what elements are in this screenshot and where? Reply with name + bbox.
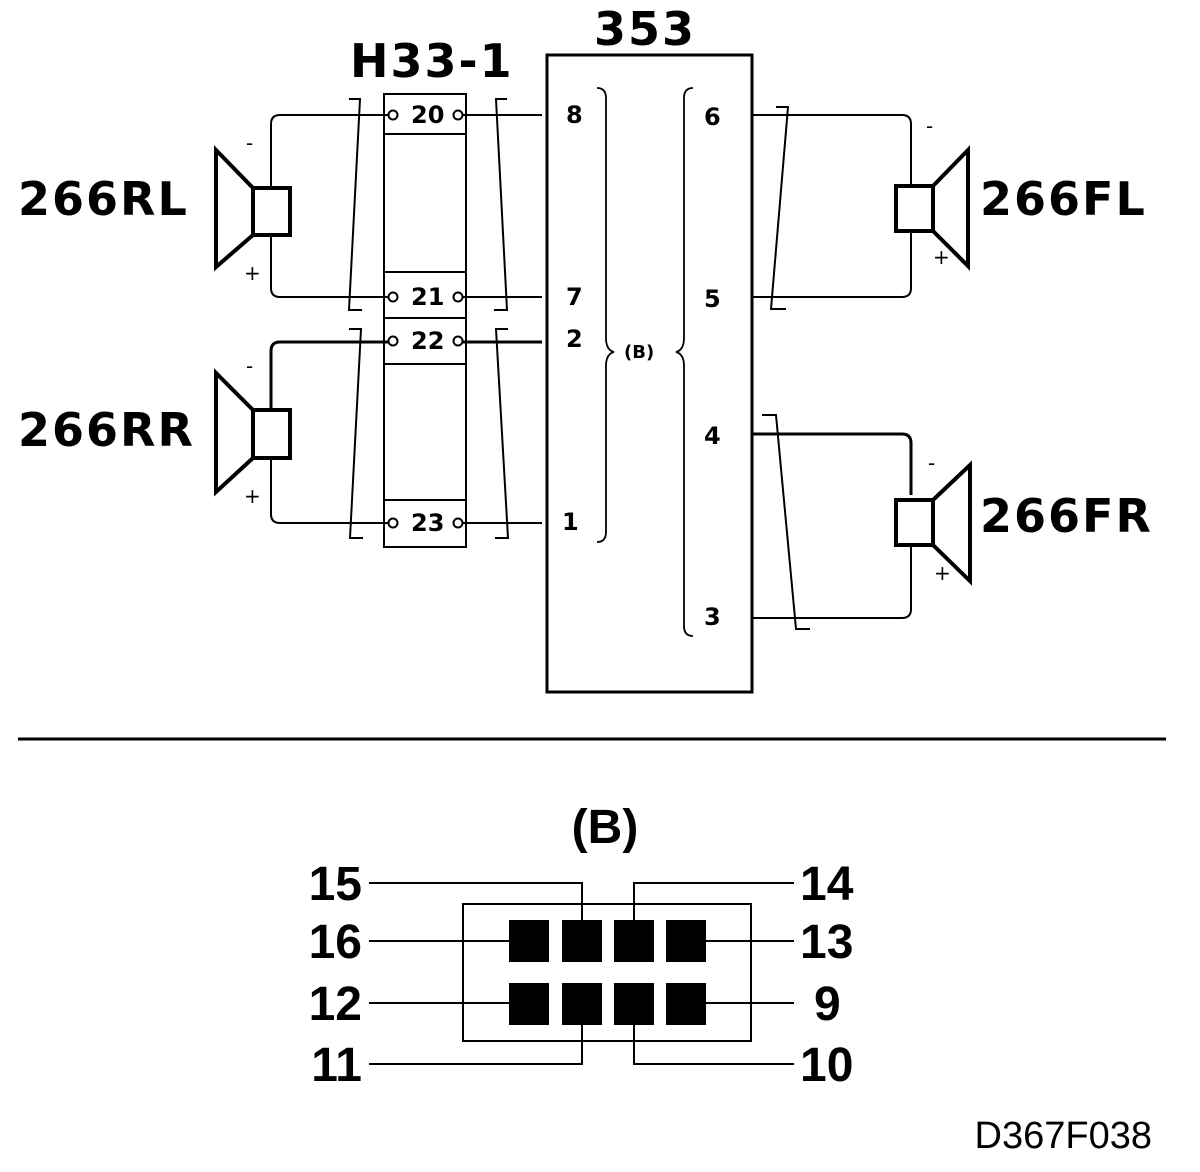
connector-pin-22: 22 xyxy=(411,327,444,355)
module-connector-tag: (B) xyxy=(624,342,654,363)
module-353: 353 8 7 2 1 6 5 4 3 (B) xyxy=(545,2,754,694)
speaker-266fr-minus: - xyxy=(928,451,935,475)
pinout-title: (B) xyxy=(572,801,639,854)
module-pin-5: 5 xyxy=(704,285,721,313)
speaker-label-266rr: 266RR xyxy=(18,403,195,457)
speaker-266rl: 266RL - + xyxy=(18,131,292,285)
speaker-label-266rl: 266RL xyxy=(18,172,189,226)
connector-label: H33-1 xyxy=(350,34,514,88)
speaker-266fr: 266FR - + xyxy=(894,451,1153,586)
connector-pin-23: 23 xyxy=(411,509,444,537)
module-pin-2: 2 xyxy=(566,325,583,353)
connector-pin-20: 20 xyxy=(411,101,444,129)
wires-front-speakers xyxy=(752,106,913,630)
speaker-266fl: 266FL - + xyxy=(894,114,1147,271)
module-label: 353 xyxy=(594,2,696,56)
speaker-266rr-minus: - xyxy=(246,354,253,378)
speaker-266rl-minus: - xyxy=(246,131,253,155)
right-pin-brace xyxy=(675,87,694,637)
module-pin-6: 6 xyxy=(704,103,721,131)
pinout-label-13: 13 xyxy=(800,916,853,969)
pinout-label-15: 15 xyxy=(309,858,362,911)
pinout-label-11: 11 xyxy=(311,1039,362,1092)
module-pin-8: 8 xyxy=(566,101,583,129)
speaker-266fl-minus: - xyxy=(926,114,933,138)
speaker-266fl-plus: + xyxy=(933,245,950,269)
pinout-label-14: 14 xyxy=(800,858,854,911)
wires-rear-speakers xyxy=(269,98,388,539)
speaker-label-266fr: 266FR xyxy=(980,489,1153,543)
module-pin-7: 7 xyxy=(566,283,583,311)
module-pin-3: 3 xyxy=(704,603,721,631)
connector-b-pinout: (B) 15 16 12 11 14 13 9 10 xyxy=(309,801,854,1092)
speaker-266rr-plus: + xyxy=(244,484,261,508)
pinout-label-12: 12 xyxy=(309,978,362,1031)
connector-pin-21: 21 xyxy=(411,283,444,311)
speaker-label-266fl: 266FL xyxy=(980,172,1147,226)
pinout-label-10: 10 xyxy=(800,1039,853,1092)
speaker-266fr-plus: + xyxy=(934,561,951,585)
module-pin-1: 1 xyxy=(562,508,579,536)
connector-h33-1: H33-1 20 21 22 23 xyxy=(350,34,514,548)
module-pin-4: 4 xyxy=(704,422,721,450)
left-pin-brace xyxy=(596,87,615,543)
wires-connector-module xyxy=(463,98,542,539)
pinout-label-9: 9 xyxy=(814,978,841,1031)
pinout-label-16: 16 xyxy=(309,916,362,969)
speaker-266rr: 266RR - + xyxy=(18,354,292,508)
speaker-266rl-plus: + xyxy=(244,261,261,285)
figure-code: D367F038 xyxy=(975,1115,1152,1157)
